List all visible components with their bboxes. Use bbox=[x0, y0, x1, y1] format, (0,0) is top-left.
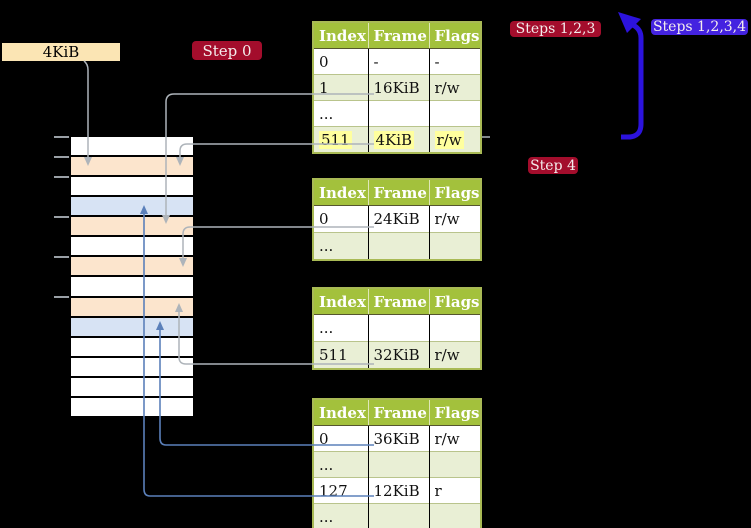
table-cell bbox=[428, 503, 481, 528]
table-cell: r/w bbox=[428, 205, 481, 233]
table-row: 511 4KiB r/w bbox=[313, 126, 481, 153]
table-cell bbox=[367, 451, 429, 478]
table-cell: 511 bbox=[313, 341, 368, 369]
badge-steps-1-2-3-4: Steps 1,2,3,4 bbox=[651, 19, 748, 35]
table-cell bbox=[367, 503, 429, 528]
big-loop-arrow-shaft bbox=[621, 22, 644, 140]
highlighted-frame: 4KiB bbox=[373, 130, 415, 149]
table-cell: ... bbox=[313, 314, 368, 342]
column-header-frame: Frame bbox=[367, 399, 429, 426]
table-cell bbox=[367, 100, 429, 127]
highlighted-flags: r/w bbox=[434, 130, 464, 149]
table-row: 0 - - bbox=[313, 48, 481, 75]
highlighted-index: 511 bbox=[319, 130, 352, 149]
table-cell bbox=[428, 232, 481, 260]
table-cell: 16KiB bbox=[367, 74, 429, 101]
table-cell: 32KiB bbox=[367, 341, 429, 369]
table-cell bbox=[428, 100, 481, 127]
table-cell bbox=[367, 314, 429, 342]
table-cell: r/w bbox=[428, 341, 481, 369]
table-cell: ... bbox=[313, 503, 368, 528]
table-row: 127 12KiB r bbox=[313, 477, 481, 504]
memory-row bbox=[71, 237, 193, 256]
table-row: 0 36KiB r/w bbox=[313, 425, 481, 452]
big-loop-arrow bbox=[618, 12, 644, 140]
column-header-flags: Flags bbox=[428, 399, 481, 426]
table-cell bbox=[428, 314, 481, 342]
table-cell: 1 bbox=[313, 74, 368, 101]
table-cell: ... bbox=[313, 100, 368, 127]
badge-step-4: Step 4 bbox=[528, 157, 578, 174]
column-header-frame: Frame bbox=[367, 288, 429, 315]
table-row: ... bbox=[313, 314, 481, 342]
memory-row bbox=[71, 377, 193, 396]
table-row: 511 32KiB r/w bbox=[313, 341, 481, 369]
frame-tick-marks bbox=[54, 136, 69, 298]
table-cell: r/w bbox=[428, 425, 481, 452]
table-cell: 4KiB bbox=[367, 126, 429, 153]
memory-row bbox=[71, 357, 193, 376]
badge-steps-1-2-3: Steps 1,2,3 bbox=[510, 21, 601, 37]
table-cell: 0 bbox=[313, 48, 368, 75]
memory-row bbox=[71, 197, 193, 216]
table-row: ... bbox=[313, 451, 481, 478]
table-cell: - bbox=[367, 48, 429, 75]
memory-row bbox=[71, 217, 193, 236]
table-cell: 24KiB bbox=[367, 205, 429, 233]
memory-row bbox=[71, 317, 193, 336]
memory-row bbox=[71, 337, 193, 356]
column-header-flags: Flags bbox=[428, 22, 481, 49]
memory-row bbox=[71, 157, 193, 176]
physical-memory-column bbox=[71, 137, 193, 416]
memory-row bbox=[71, 297, 193, 316]
table-cell: 511 bbox=[313, 126, 368, 153]
page-table-1: Index Frame Flags 0 - - 1 16KiB r/w ... … bbox=[312, 21, 482, 154]
table-row: 0 24KiB r/w bbox=[313, 205, 481, 233]
column-header-flags: Flags bbox=[428, 179, 481, 206]
big-loop-arrowhead bbox=[618, 12, 641, 33]
table-cell: 127 bbox=[313, 477, 368, 504]
table-cell: 12KiB bbox=[367, 477, 429, 504]
table-cell: 0 bbox=[313, 425, 368, 452]
table-row: 1 16KiB r/w bbox=[313, 74, 481, 101]
column-header-flags: Flags bbox=[428, 288, 481, 315]
memory-row bbox=[71, 177, 193, 196]
column-header-index: Index bbox=[313, 179, 368, 206]
table-cell: 36KiB bbox=[367, 425, 429, 452]
column-header-index: Index bbox=[313, 22, 368, 49]
table-row: ... bbox=[313, 232, 481, 260]
table-cell: r bbox=[428, 477, 481, 504]
page-table-2: Index Frame Flags 0 24KiB r/w ... bbox=[312, 178, 482, 261]
column-header-frame: Frame bbox=[367, 179, 429, 206]
frame-size-label: 4KiB bbox=[2, 43, 120, 61]
page-table-3: Index Frame Flags ... 511 32KiB r/w bbox=[312, 287, 482, 370]
page-table-4: Index Frame Flags 0 36KiB r/w ... 127 12… bbox=[312, 398, 482, 528]
table-cell: ... bbox=[313, 451, 368, 478]
table-row: ... bbox=[313, 503, 481, 528]
table-cell: ... bbox=[313, 232, 368, 260]
table-row: ... bbox=[313, 100, 481, 127]
column-header-index: Index bbox=[313, 399, 368, 426]
memory-row bbox=[71, 277, 193, 296]
badge-step-0: Step 0 bbox=[192, 41, 262, 60]
table-cell: - bbox=[428, 48, 481, 75]
table-cell bbox=[428, 451, 481, 478]
memory-row bbox=[71, 397, 193, 416]
table-cell bbox=[367, 232, 429, 260]
column-header-index: Index bbox=[313, 288, 368, 315]
memory-row bbox=[71, 137, 193, 156]
memory-row bbox=[71, 257, 193, 276]
table-cell: r/w bbox=[428, 126, 481, 153]
table-cell: 0 bbox=[313, 205, 368, 233]
column-header-frame: Frame bbox=[367, 22, 429, 49]
table-cell: r/w bbox=[428, 74, 481, 101]
